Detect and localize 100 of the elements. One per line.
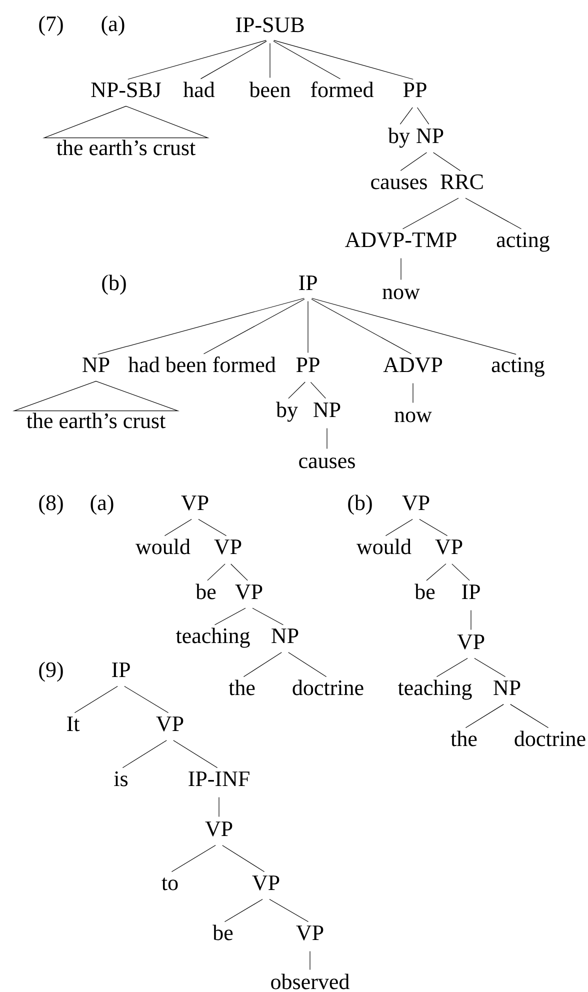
tree-branch xyxy=(433,152,461,171)
tree-branch xyxy=(203,298,305,354)
tree-label: NP xyxy=(272,628,298,643)
tree-label: observed xyxy=(271,974,350,990)
tree-label: VP xyxy=(252,876,280,890)
tree-branch xyxy=(98,298,304,355)
tree-branch xyxy=(122,740,167,768)
example-number: (b) xyxy=(348,494,372,515)
tree-label: VP xyxy=(457,634,484,650)
tree-label: IP xyxy=(462,584,480,599)
tree-label: VP xyxy=(156,716,184,732)
tree-branch xyxy=(273,40,341,80)
tree-branch xyxy=(224,898,263,922)
tree-label: VP xyxy=(205,822,232,836)
tree-label: doctrine xyxy=(514,730,586,746)
tree-branch xyxy=(288,382,306,399)
tree-label: teaching xyxy=(176,628,250,648)
tree-label: IP-SUB xyxy=(236,17,304,32)
tree-branch xyxy=(416,107,430,124)
tree-branch xyxy=(173,740,218,768)
tree-label: VP xyxy=(214,540,242,554)
tree-branch xyxy=(465,704,504,728)
tree-label: causes xyxy=(371,178,427,190)
tree-branch xyxy=(243,652,282,678)
tree-label: NP xyxy=(494,680,520,695)
tree-label: acting xyxy=(496,232,550,252)
tree-label: ADVP xyxy=(383,357,442,372)
tree-branch xyxy=(252,608,284,626)
tree-branch xyxy=(326,428,328,450)
tree-branch xyxy=(311,298,412,354)
tree-label: be xyxy=(196,584,216,600)
tree-label: would xyxy=(356,538,412,554)
tree-label: VP xyxy=(235,584,262,600)
tree-branch xyxy=(310,382,326,399)
tree-label: PP xyxy=(403,82,426,97)
tree-label: PP xyxy=(296,358,320,372)
tree-label: NP-SBJ xyxy=(91,82,161,98)
tree-label: VP xyxy=(181,496,208,510)
tree-label: now xyxy=(382,288,420,300)
tree-label: VP xyxy=(435,540,462,554)
tree-branch xyxy=(312,298,516,355)
tree-branch xyxy=(214,608,246,626)
tree-branch xyxy=(222,845,265,872)
example-number: (7) xyxy=(39,16,63,36)
tree-label: NP xyxy=(416,128,444,143)
tree-label: by xyxy=(388,128,410,148)
tree-branch xyxy=(400,152,428,171)
example-number: (a) xyxy=(90,494,114,515)
tree-branch xyxy=(400,107,413,124)
tree-label: doctrine xyxy=(292,680,364,696)
tree-label: formed xyxy=(310,82,374,98)
tree-label: causes xyxy=(299,458,355,468)
tree-branch xyxy=(74,686,118,714)
tree-label: teaching xyxy=(398,680,472,700)
tree-label: the xyxy=(450,730,477,746)
tree-label: IP-INF xyxy=(188,772,250,786)
tree-label: by xyxy=(276,402,298,422)
tree-label: IP xyxy=(299,276,317,290)
tree-branch xyxy=(385,519,413,536)
example-number: (9) xyxy=(39,662,63,682)
tree-label: ADVP-TMP xyxy=(344,232,456,248)
tree-branch xyxy=(474,658,506,678)
tree-branch xyxy=(400,258,402,280)
tree-label: had been formed xyxy=(128,356,276,372)
tree-branch xyxy=(288,652,327,678)
tree-branch xyxy=(198,518,227,536)
tree-label: VP xyxy=(402,496,430,510)
tree-branch xyxy=(510,704,549,728)
tree-label: the earth’s crust xyxy=(56,140,196,156)
tree-branch xyxy=(412,382,414,404)
tree-label: NP xyxy=(82,358,110,372)
tree-label: been xyxy=(249,82,290,98)
tree-label: NP xyxy=(314,402,340,417)
tree-label: acting xyxy=(492,357,544,377)
tree-branch xyxy=(171,844,216,872)
tree-branch xyxy=(402,198,459,230)
tree-label: now xyxy=(394,412,432,422)
tree-branch xyxy=(164,519,192,536)
tree-label: VP xyxy=(296,926,324,940)
tree-label: RRC xyxy=(440,174,483,190)
tree-branch xyxy=(124,686,169,714)
tree-branch xyxy=(128,40,266,80)
tree-branch xyxy=(470,610,472,630)
tree-branch xyxy=(230,564,248,581)
tree-label: to xyxy=(162,878,178,890)
tree-branch xyxy=(452,564,470,581)
tree-branch xyxy=(207,564,226,581)
tree-branch xyxy=(274,40,414,80)
tree-branch xyxy=(465,198,522,230)
tree-label: It xyxy=(67,716,80,732)
tree-label: had xyxy=(183,82,215,98)
tree-label: is xyxy=(114,771,128,786)
tree-label: the earth’s crust xyxy=(26,412,166,428)
tree-branch xyxy=(419,518,448,536)
tree-branch xyxy=(436,658,468,678)
tree-label: be xyxy=(212,924,233,940)
tree-branch xyxy=(200,40,267,80)
example-number: (b) xyxy=(102,274,126,295)
tree-label: the xyxy=(228,680,255,696)
tree-label: be xyxy=(414,584,435,600)
